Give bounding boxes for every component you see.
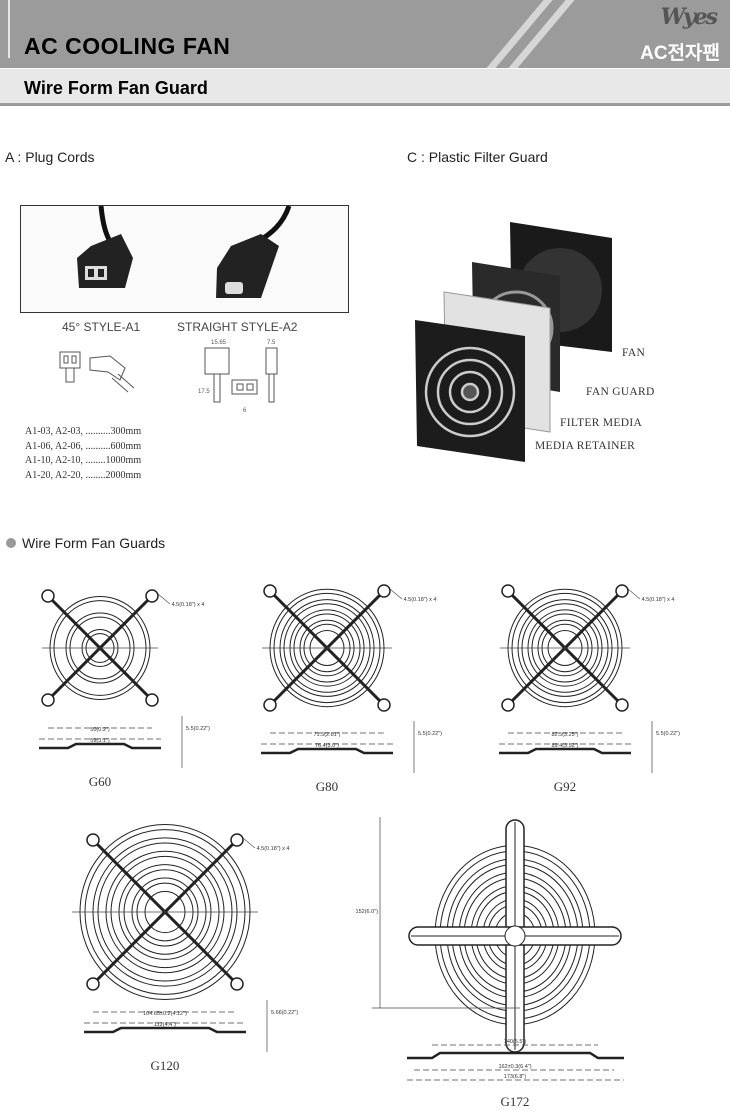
section-a-title: A : Plug Cords <box>5 149 95 165</box>
subheader: Wire Form Fan Guard <box>0 69 730 106</box>
outer-dimension: 112(4.4") <box>154 1022 176 1028</box>
model-label: G92 <box>554 779 576 794</box>
outer-dimension: 89.4(3.52") <box>551 743 578 749</box>
inner-dimension: 50(0.2") <box>90 727 110 733</box>
height-dimension: 152(6.0") <box>356 909 379 915</box>
plug-illustration <box>77 206 292 298</box>
guard-drawing-g172 <box>372 817 624 1081</box>
guard-drawing <box>499 584 653 773</box>
thickness-dimension: 5.5(0.22") <box>418 731 442 737</box>
part-filter-media: FILTER MEDIA <box>560 417 643 429</box>
cord-item: A1-10, A2-10, ........1000mm <box>25 455 142 466</box>
plug-cords-photo <box>20 205 349 313</box>
part-fan: FAN <box>622 347 646 359</box>
thickness-dimension: 5.5(0.22") <box>656 731 680 737</box>
page-title: AC COOLING FAN <box>24 33 231 59</box>
brand-korean: AC전자팬 <box>640 43 720 64</box>
section-c-title: C : Plastic Filter Guard <box>407 149 548 165</box>
inner-dimension: 82.5(3.25") <box>551 732 578 738</box>
hole-note: 4.5(0.18") x 4 <box>642 597 675 603</box>
model-label: G80 <box>316 779 338 794</box>
thickness-dimension: 5.66(0.22") <box>271 1010 298 1016</box>
model-label: G120 <box>151 1058 180 1073</box>
bullet-icon <box>6 538 16 548</box>
inner-dimension: 104.65±0.2(4.12") <box>143 1011 187 1017</box>
thickness-dimension: 5.5(0.22") <box>186 726 210 732</box>
header-divider <box>8 0 10 58</box>
cord-length-list: A1-03, A2-03, ..........300mm A1-06, A2-… <box>25 425 141 483</box>
inner-dimension: 71.5(2.81") <box>313 732 340 738</box>
inner-dimension: 140(5.5") <box>504 1039 527 1045</box>
outer-dimension: 173(6.8") <box>504 1074 527 1080</box>
part-fan-guard: FAN GUARD <box>586 386 655 398</box>
outer-dimension: 59(3.1") <box>90 738 110 744</box>
hole-note: 4.5(0.18") x 4 <box>172 602 205 608</box>
brand-logo: Wyes <box>660 4 718 30</box>
hole-note: 4.5(0.18") x 4 <box>257 846 290 852</box>
cord-item: A1-03, A2-03, ..........300mm <box>25 426 142 437</box>
hole-note: 4.5(0.18") x 4 <box>404 597 437 603</box>
guards-section-title: Wire Form Fan Guards <box>22 535 166 551</box>
style-a2-label: STRAIGHT STYLE-A2 <box>177 320 298 334</box>
outer-dimension: 76.4(3.0") <box>315 743 339 749</box>
cord-item: A1-20, A2-20, ........2000mm <box>25 469 142 481</box>
guard-drawing <box>39 589 183 768</box>
header-bar: AC COOLING FAN Wyes AC전자팬 <box>0 0 730 68</box>
guard-drawing <box>261 584 415 773</box>
middle-dimension: 162±0.3(6.4") <box>498 1064 531 1070</box>
model-label: G60 <box>89 774 111 789</box>
part-media-retainer: MEDIA RETAINER <box>535 440 636 452</box>
guard-drawing <box>72 823 268 1052</box>
cord-item: A1-06, A2-06, ..........600mm <box>25 440 142 452</box>
page-subtitle: Wire Form Fan Guard <box>24 78 208 98</box>
style-a1-label: 45° STYLE-A1 <box>62 320 141 334</box>
model-label: G172 <box>501 1094 530 1109</box>
